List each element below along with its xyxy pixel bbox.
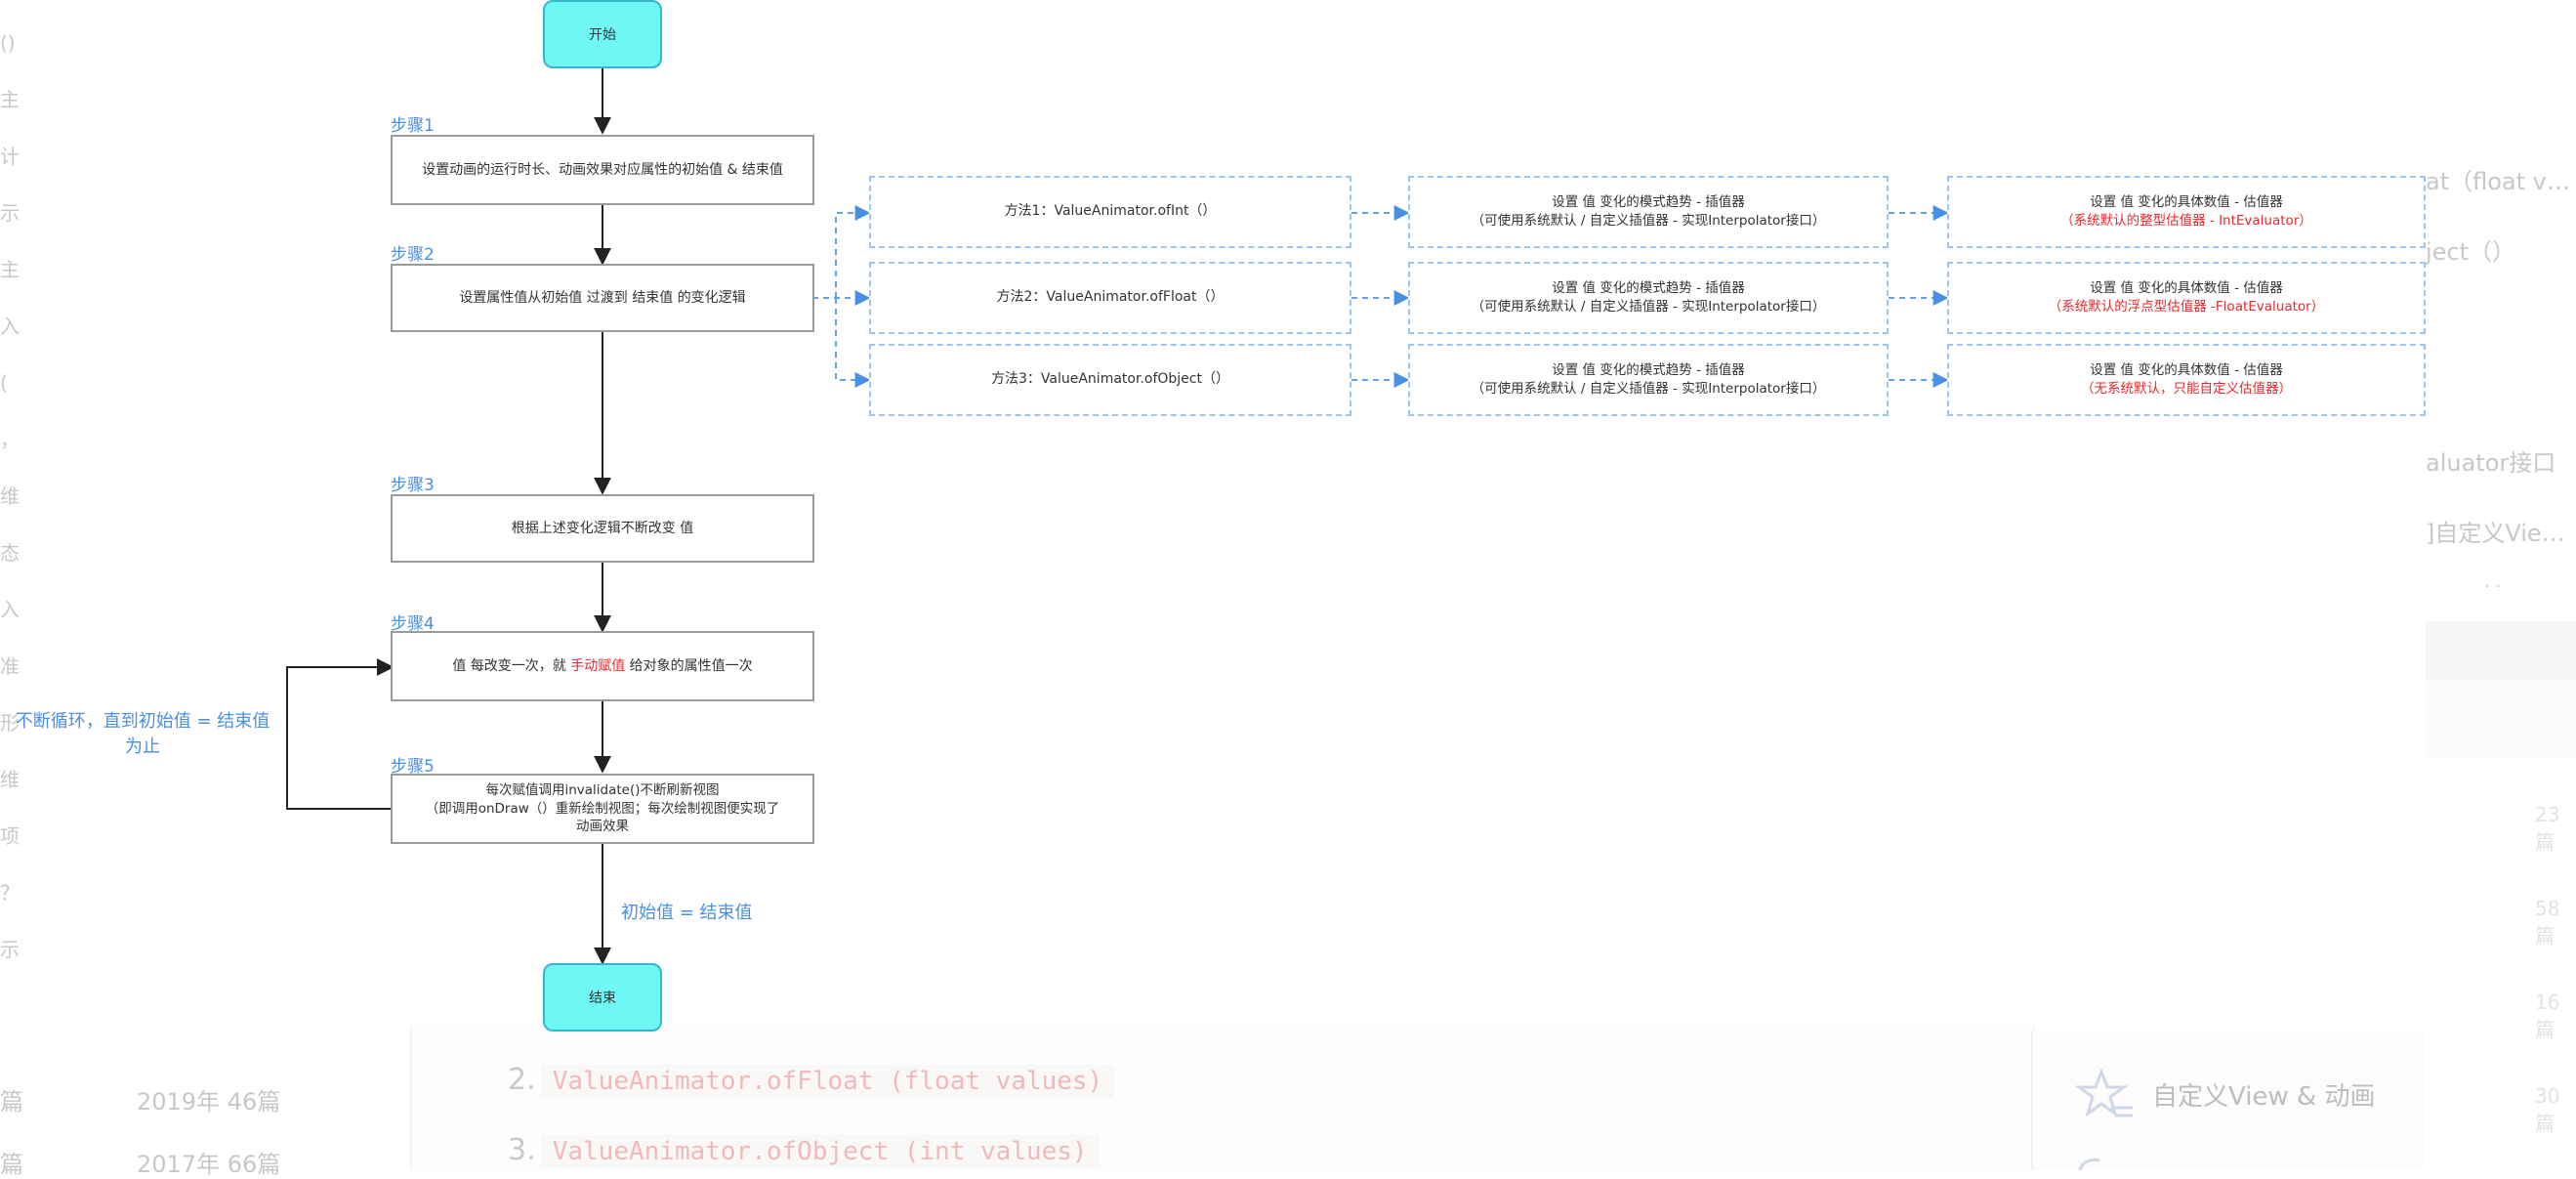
- step-1-text: 设置动画的运行时长、动画效果对应属性的初始值 & 结束值: [422, 161, 783, 178]
- evaluator-desc: （系统默认的浮点型估值器 -FloatEvaluator）: [2048, 299, 2325, 315]
- interpolator-box: 设置 值 变化的模式趋势 - 插值器 （可使用系统默认 / 自定义插值器 - 实…: [1408, 344, 1889, 416]
- archive-row-link[interactable]: 2017年 66篇: [137, 1151, 281, 1178]
- interpolator-title: 设置 值 变化的模式趋势 - 插值器: [1552, 280, 1745, 297]
- sidebar-char: 维: [0, 768, 20, 791]
- step-5-line: （即调用onDraw（）重新绘制视图；每次绘制视图便实现了: [425, 800, 780, 817]
- right-sidebar: at（float v… ject（） aluator接口 ]自定义Vie… · …: [2426, 0, 2576, 1170]
- sidebar-char: ？: [0, 881, 20, 905]
- sidebar-char: 维: [0, 484, 20, 508]
- count-label: 30篇: [2535, 1084, 2560, 1135]
- sidebar-char: 示: [0, 938, 20, 961]
- step-label: 步骤1: [391, 116, 435, 136]
- sidebar-char: (): [0, 31, 16, 55]
- step-2-text: 设置属性值从初始值 过渡到 结束值 的变化逻辑: [459, 289, 746, 306]
- archive-row-left: 篇: [0, 1088, 23, 1116]
- code-line: 2. ValueAnimator.ofFloat (float values): [508, 1063, 1115, 1098]
- toc-item[interactable]: ject（）: [2426, 238, 2516, 266]
- thumb-icon: [2078, 1158, 2100, 1170]
- evaluator-title: 设置 值 变化的具体数值 - 估值器: [2090, 194, 2283, 211]
- loop-label: 不断循环，直到初始值 = 结束值 为止: [4, 709, 281, 760]
- interpolator-title: 设置 值 变化的模式趋势 - 插值器: [1552, 362, 1745, 379]
- step-5-line: 动画效果: [576, 819, 629, 835]
- sidebar-char: 准: [0, 654, 20, 678]
- step-label: 步骤3: [391, 476, 435, 495]
- code-line-number: 3.: [508, 1133, 536, 1167]
- interpolator-title: 设置 值 变化的模式趋势 - 插值器: [1552, 194, 1745, 211]
- code-snippet: ValueAnimator.ofFloat (float values): [540, 1065, 1115, 1098]
- evaluator-box: 设置 值 变化的具体数值 - 估值器 （系统默认的整型估值器 - IntEval…: [1947, 176, 2426, 248]
- sidebar-char: 入: [0, 598, 20, 621]
- favorites-panel: 自定义View & 动画: [2031, 1032, 2424, 1170]
- sidebar-char: 主: [0, 258, 20, 281]
- method-name: 方法1：ValueAnimator.ofInt（）: [1004, 203, 1217, 220]
- interpolator-desc: （可使用系统默认 / 自定义插值器 - 实现Interpolator接口）: [1471, 213, 1826, 229]
- sidebar-char: ，: [0, 428, 20, 451]
- evaluator-box: 设置 值 变化的具体数值 - 估值器 （无系统默认，只能自定义估值器）: [1947, 344, 2426, 416]
- archive-row-left: 篇: [0, 1151, 23, 1178]
- step-3-text: 根据上述变化逻辑不断改变 值: [511, 520, 694, 536]
- method-1-box: 方法1：ValueAnimator.ofInt（）: [869, 176, 1351, 248]
- evaluator-desc: （无系统默认，只能自定义估值器）: [2081, 381, 2292, 397]
- method-2-box: 方法2：ValueAnimator.ofFloat（）: [869, 262, 1351, 334]
- favorite-link[interactable]: 自定义View & 动画: [2152, 1082, 2376, 1112]
- interpolator-box: 设置 值 变化的模式趋势 - 插值器 （可使用系统默认 / 自定义插值器 - 实…: [1408, 262, 1889, 334]
- archive-row-link[interactable]: 2019年 46篇: [137, 1088, 281, 1116]
- code-line: 3. ValueAnimator.ofObject (int values): [508, 1133, 1100, 1168]
- step-label: 步骤2: [391, 245, 435, 265]
- toc-item[interactable]: ]自定义Vie…: [2426, 520, 2565, 547]
- toc-item[interactable]: aluator接口: [2426, 449, 2556, 477]
- interpolator-box: 设置 值 变化的模式趋势 - 插值器 （可使用系统默认 / 自定义插值器 - 实…: [1408, 176, 1889, 248]
- sidebar-ghost-chars: () 主 计 示 主 入 ( ， 维 态 入 准 形 维 项 ？ 示: [0, 15, 23, 978]
- start-node: 开始: [543, 0, 662, 68]
- evaluator-title: 设置 值 变化的具体数值 - 估值器: [2090, 362, 2283, 379]
- interpolator-desc: （可使用系统默认 / 自定义插值器 - 实现Interpolator接口）: [1471, 381, 1826, 397]
- sidebar-char: (: [0, 371, 8, 395]
- toc-item: · ·: [2484, 576, 2502, 597]
- step-4-text-after: 给对象的属性值一次: [625, 657, 753, 674]
- star-icon: [2076, 1069, 2133, 1117]
- sidebar-char: 示: [0, 201, 20, 225]
- sidebar-char: 态: [0, 541, 20, 565]
- step-4-text-highlight: 手动赋值: [570, 657, 626, 674]
- step-5-line: 每次赋值调用invalidate()不断刷新视图: [485, 781, 720, 798]
- toc-item[interactable]: at（float v…: [2426, 168, 2570, 195]
- step-label: 步骤4: [391, 614, 435, 634]
- evaluator-desc: （系统默认的整型估值器 - IntEvaluator）: [2060, 213, 2312, 229]
- toc-bg: [2426, 680, 2576, 758]
- count-label: 16篇: [2535, 990, 2560, 1041]
- sidebar-char: 计: [0, 145, 20, 168]
- interpolator-desc: （可使用系统默认 / 自定义插值器 - 实现Interpolator接口）: [1471, 299, 1826, 315]
- step-5-box: 每次赋值调用invalidate()不断刷新视图 （即调用onDraw（）重新绘…: [391, 774, 814, 844]
- method-name: 方法3：ValueAnimator.ofObject（）: [991, 371, 1229, 388]
- step-3-box: 根据上述变化逻辑不断改变 值: [391, 494, 814, 563]
- background-left-sidebar: () 主 计 示 主 入 ( ， 维 态 入 准 形 维 项 ？ 示: [0, 0, 39, 1170]
- count-label: 58篇: [2535, 897, 2560, 947]
- end-condition-label: 初始值 = 结束值: [621, 903, 753, 923]
- loop-label-line: 不断循环，直到初始值 = 结束值: [15, 711, 270, 732]
- sidebar-char: 形: [0, 711, 20, 735]
- code-snippet: ValueAnimator.ofObject (int values): [540, 1135, 1100, 1168]
- loop-label-line: 为止: [125, 737, 160, 758]
- method-name: 方法2：ValueAnimator.ofFloat（）: [996, 289, 1225, 306]
- sidebar-char: 项: [0, 824, 20, 848]
- step-label: 步骤5: [391, 757, 435, 777]
- end-node: 结束: [543, 963, 662, 1032]
- step-4-text-before: 值 每改变一次，就: [452, 657, 571, 674]
- evaluator-title: 设置 值 变化的具体数值 - 估值器: [2090, 280, 2283, 297]
- flowchart-image: 开始 结束 步骤1 步骤2 步骤3 步骤4 步骤5 设置动画的运行时长、动画效果…: [4, 0, 2426, 1032]
- method-3-box: 方法3：ValueAnimator.ofObject（）: [869, 344, 1351, 416]
- code-line-number: 2.: [508, 1063, 536, 1097]
- step-4-box: 值 每改变一次，就 手动赋值 给对象的属性值一次: [391, 631, 814, 701]
- sidebar-char: 入: [0, 315, 20, 338]
- sidebar-char: 主: [0, 88, 20, 111]
- step-4-text: 值 每改变一次，就 手动赋值 给对象的属性值一次: [452, 657, 752, 676]
- count-label: 23篇: [2535, 803, 2560, 854]
- toc-active-bg: [2426, 621, 2576, 680]
- flowchart-connectors: [286, 68, 1949, 965]
- step-2-box: 设置属性值从初始值 过渡到 结束值 的变化逻辑: [391, 264, 814, 332]
- step-1-box: 设置动画的运行时长、动画效果对应属性的初始值 & 结束值: [391, 135, 814, 205]
- evaluator-box: 设置 值 变化的具体数值 - 估值器 （系统默认的浮点型估值器 -FloatEv…: [1947, 262, 2426, 334]
